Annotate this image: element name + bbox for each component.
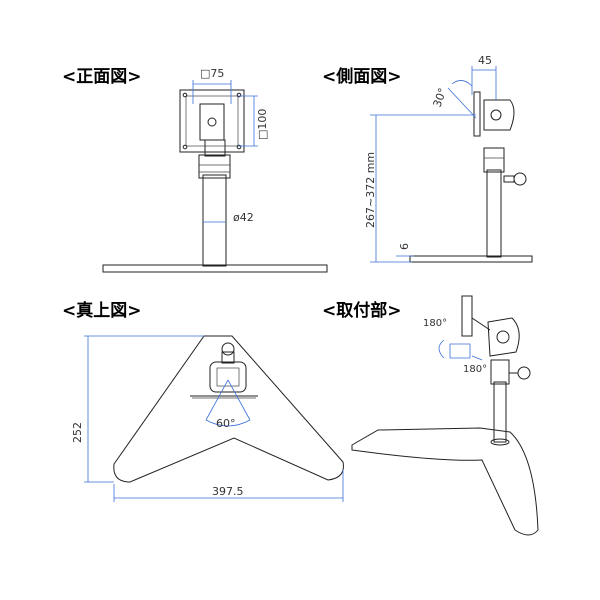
mount-view-title: <取付部> [322, 300, 402, 321]
front-view: <正面図> □75 □100 ø42 [62, 67, 328, 273]
front-collar [198, 154, 231, 179]
side-collar [483, 147, 505, 173]
front-base-plate [102, 264, 328, 273]
top-dim-swivel: 60° [216, 417, 236, 430]
front-joint [204, 139, 226, 157]
top-base-plate [113, 335, 344, 483]
front-dim-height: □100 [256, 109, 269, 140]
front-vesa-plate [179, 89, 245, 153]
front-center-hole [207, 117, 217, 127]
top-view-title: <真上図> [62, 300, 142, 321]
mount-collar [490, 359, 510, 385]
front-pole [202, 174, 227, 267]
side-vesa-plate [473, 91, 481, 137]
mount-vesa-plate [461, 295, 473, 337]
side-head [483, 99, 515, 131]
mount-head [487, 317, 520, 357]
mount-pole [493, 381, 507, 443]
mount-dim-rotate-a: 180° [423, 318, 447, 329]
top-head [209, 361, 247, 393]
mount-knob [517, 366, 531, 380]
front-dim-diameter: ø42 [233, 211, 254, 224]
mount-view: <取付部> 180° 180° [322, 295, 539, 536]
top-dim-depth: 252 [71, 422, 84, 443]
front-mount-block [199, 103, 225, 141]
side-knob [513, 172, 527, 186]
side-dim-offset: 45 [478, 54, 492, 67]
side-dim-base: 6 [398, 243, 411, 250]
side-base-plate [409, 255, 533, 263]
mount-dim-rotate-b: 180° [463, 364, 487, 375]
side-view: <側面図> 45 30° 267~372 mm 6 [322, 54, 533, 263]
side-dim-height-range: 267~372 mm [364, 152, 377, 228]
top-dim-width: 397.5 [212, 485, 244, 498]
top-view: <真上図> 60° 252 397.5 [62, 300, 344, 502]
front-dim-width: □75 [200, 67, 224, 80]
side-view-title: <側面図> [322, 66, 402, 87]
top-knob [221, 342, 235, 356]
mount-base-plate [351, 427, 539, 536]
front-view-title: <正面図> [62, 67, 142, 87]
side-pole [486, 169, 502, 258]
side-dim-tilt: 30° [431, 86, 450, 109]
